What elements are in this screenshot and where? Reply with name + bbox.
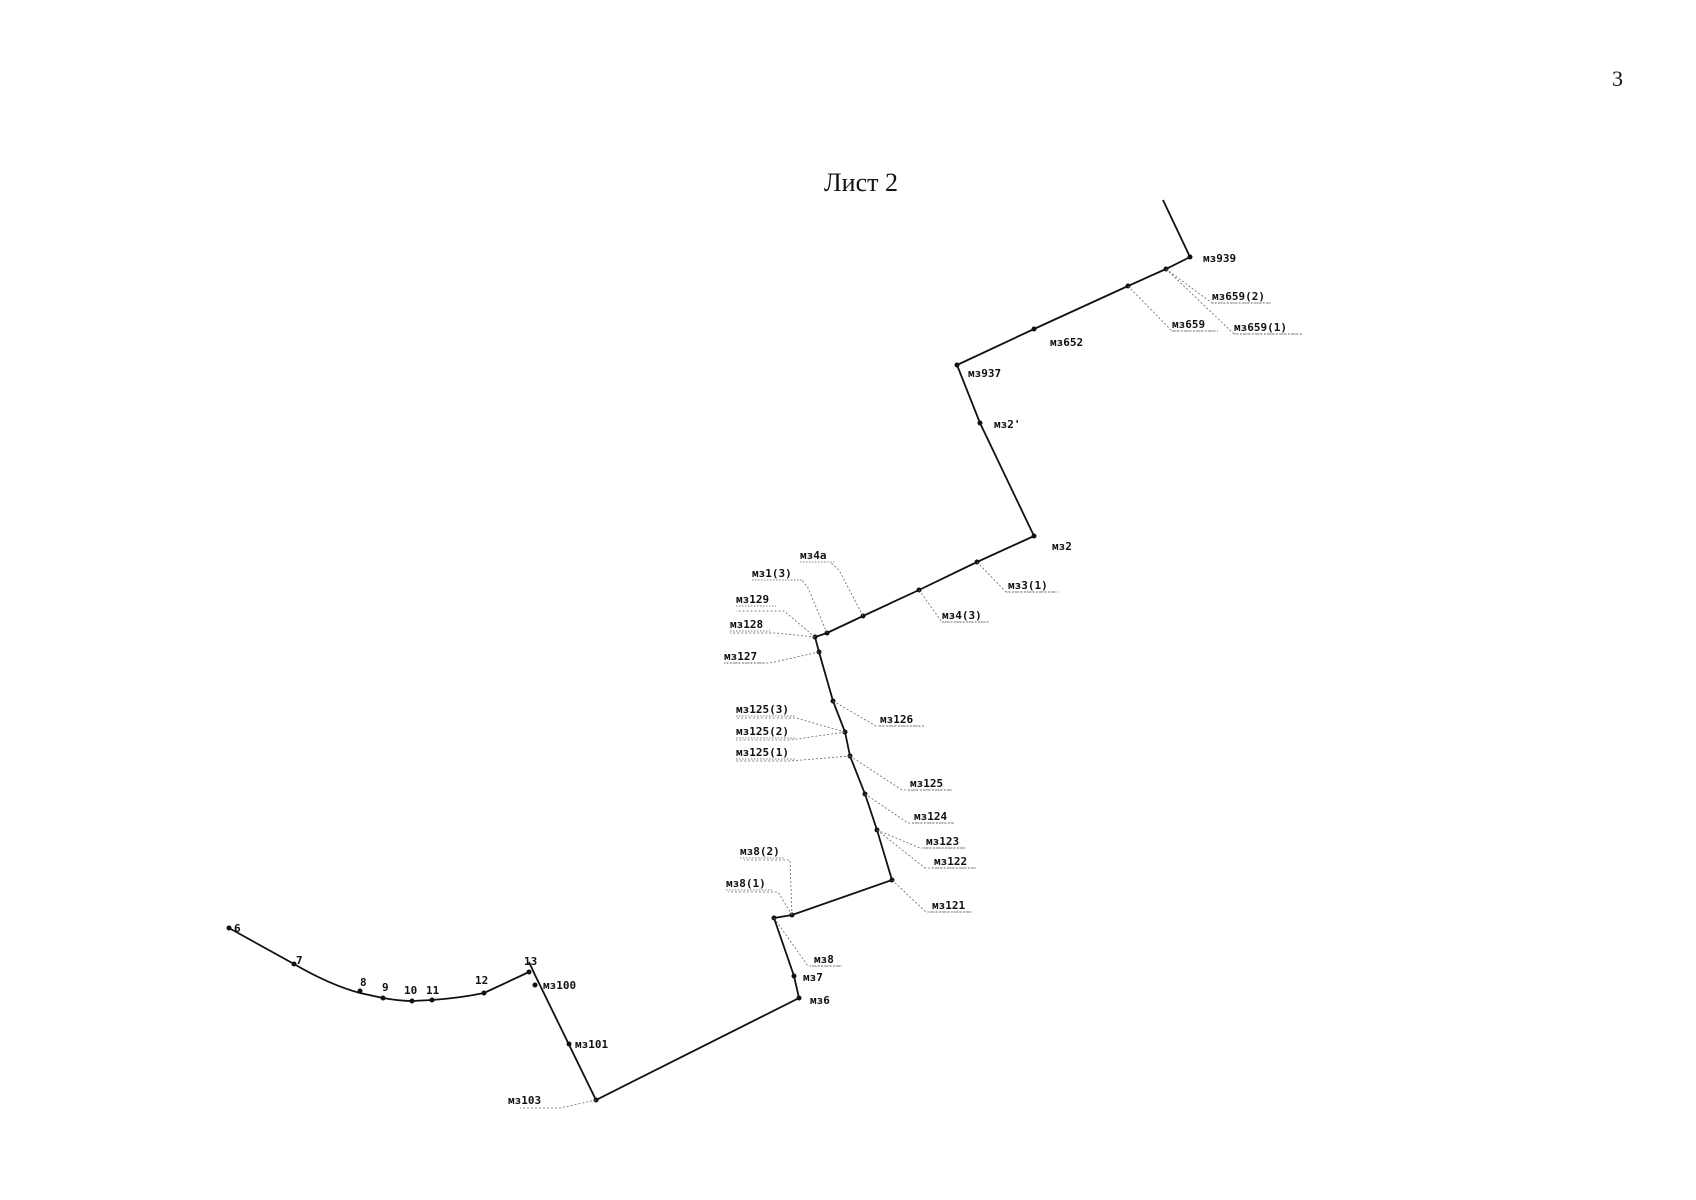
node-mz937 — [954, 362, 960, 368]
node-9 — [380, 995, 386, 1001]
label-mz125-3: мз125(3) — [736, 703, 789, 716]
node-10 — [409, 998, 415, 1004]
label-mz122: мз122 — [934, 855, 967, 868]
label-6: 6 — [234, 922, 241, 935]
sheet-title: Лист 2 — [824, 168, 898, 197]
label-mz126: мз126 — [880, 713, 913, 726]
node-13 — [526, 969, 532, 975]
point-labels: мз939 мз659(2) мз659 мз659(1) мз652 мз93… — [508, 252, 1287, 1107]
label-7: 7 — [296, 954, 303, 967]
node-mz7 — [791, 973, 797, 979]
label-mz125-2: мз125(2) — [736, 725, 789, 738]
label-mz652: мз652 — [1050, 336, 1083, 349]
label-9: 9 — [382, 981, 389, 994]
label-mz125-1: мз125(1) — [736, 746, 789, 759]
label-mz937: мз937 — [968, 367, 1001, 380]
node-mz652 — [1031, 326, 1037, 332]
label-mz939: мз939 — [1203, 252, 1236, 265]
label-mz123: мз123 — [926, 835, 959, 848]
label-mz2: мз2 — [1052, 540, 1072, 553]
label-mz1-3: мз1(3) — [752, 567, 792, 580]
node-mz2 — [1031, 533, 1037, 539]
label-mz101: мз101 — [575, 1038, 608, 1051]
label-mz3-1: мз3(1) — [1008, 579, 1048, 592]
label-mz129: мз129 — [736, 593, 769, 606]
label-mz124: мз124 — [914, 810, 947, 823]
label-underlines — [724, 302, 1302, 967]
label-mz100: мз100 — [543, 979, 576, 992]
label-8: 8 — [360, 976, 367, 989]
label-mz659: мз659 — [1172, 318, 1205, 331]
label-11: 11 — [426, 984, 440, 997]
node-mz101 — [566, 1041, 572, 1047]
node-11 — [429, 997, 435, 1003]
number-labels: 6 7 8 9 10 11 12 13 — [234, 922, 537, 997]
label-mz8: мз8 — [814, 953, 834, 966]
label-mz128: мз128 — [730, 618, 763, 631]
label-10: 10 — [404, 984, 417, 997]
label-12: 12 — [475, 974, 488, 987]
label-mz8-2: мз8(2) — [740, 845, 780, 858]
label-mz121: мз121 — [932, 899, 965, 912]
route-nodes — [226, 254, 1193, 1103]
node-8 — [357, 988, 363, 994]
label-mz125: мз125 — [910, 777, 943, 790]
leader-lines — [520, 268, 1302, 1109]
node-mz2a — [977, 420, 983, 426]
route-line-curve — [228, 927, 530, 1002]
label-mz4-3: мз4(3) — [942, 609, 982, 622]
label-mz659-1: мз659(1) — [1234, 321, 1287, 334]
node-7 — [291, 961, 297, 967]
page-number: 3 — [1612, 66, 1623, 91]
label-mz103: мз103 — [508, 1094, 541, 1107]
label-mz6: мз6 — [810, 994, 830, 1007]
route-line-main — [528, 199, 1192, 1102]
node-mz100 — [532, 982, 538, 988]
node-12 — [481, 990, 487, 996]
label-mz127: мз127 — [724, 650, 757, 663]
node-6 — [226, 925, 232, 931]
label-mz8-1: мз8(1) — [726, 877, 766, 890]
label-mz7: мз7 — [803, 971, 823, 984]
node-mz939 — [1187, 254, 1193, 260]
label-mz2a: мз2' — [994, 418, 1021, 431]
label-mz4a: мз4а — [800, 549, 827, 562]
label-mz659-2: мз659(2) — [1212, 290, 1265, 303]
label-13: 13 — [524, 955, 537, 968]
node-mz6 — [796, 995, 802, 1001]
